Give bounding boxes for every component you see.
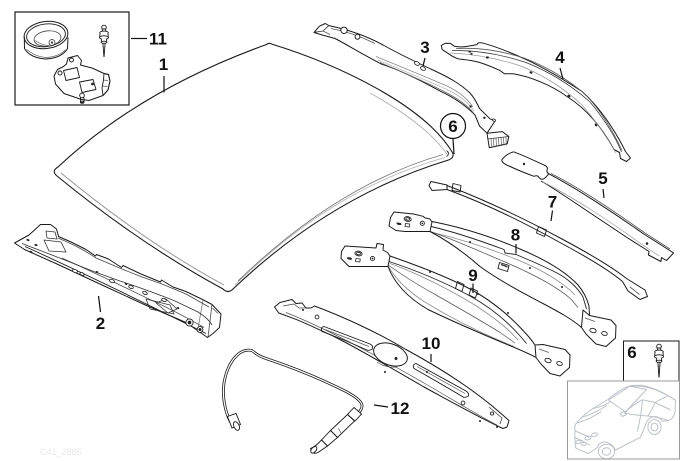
svg-text:12: 12	[391, 399, 410, 418]
svg-text:6: 6	[627, 343, 636, 362]
svg-text:3: 3	[420, 38, 429, 57]
svg-text:10: 10	[422, 334, 441, 353]
svg-text:7: 7	[548, 193, 557, 212]
svg-text:4: 4	[555, 48, 565, 67]
svg-text:6: 6	[448, 117, 457, 136]
svg-text:2: 2	[96, 314, 105, 333]
svg-text:5: 5	[598, 169, 607, 188]
svg-text:9: 9	[468, 266, 477, 285]
svg-text:11: 11	[149, 30, 167, 49]
svg-text:C41_2885: C41_2885	[40, 447, 82, 457]
svg-text:1: 1	[159, 55, 168, 74]
svg-text:8: 8	[511, 226, 520, 245]
